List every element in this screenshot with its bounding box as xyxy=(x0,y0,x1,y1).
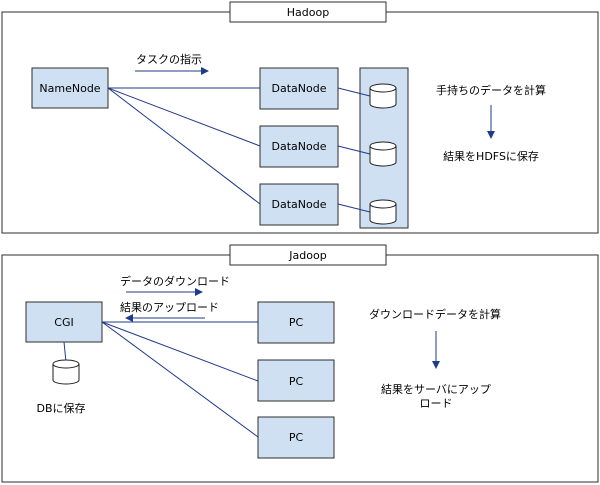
hadoop-title: Hadoop xyxy=(287,6,329,19)
datanode-label-1: DataNode xyxy=(272,82,327,95)
pc-label-1: PC xyxy=(289,316,304,329)
pc-label-3: PC xyxy=(289,431,304,444)
download-label: データのダウンロード xyxy=(120,274,230,288)
disk-icon-2 xyxy=(369,141,397,167)
connector-namenode-datanode-2 xyxy=(107,87,261,147)
hadoop-step-save: 結果をHDFSに保存 xyxy=(443,149,539,163)
connector-datanode-disk-2 xyxy=(337,145,371,155)
jadoop-step-upload-line1: 結果をサーバにアップ xyxy=(381,382,491,396)
jadoop-step-compute: ダウンロードデータを計算 xyxy=(369,307,501,321)
connector-cgi-db xyxy=(63,341,67,363)
jadoop-title: Jadoop xyxy=(288,249,326,262)
connector-cgi-pc-2 xyxy=(101,321,259,382)
datanode-box-3 xyxy=(259,183,339,226)
cgi-label: CGI xyxy=(54,316,73,329)
namenode-label: NameNode xyxy=(39,82,100,95)
pc-label-2: PC xyxy=(289,375,304,388)
disk-icon-1 xyxy=(369,83,397,109)
connector-datanode-disk-1 xyxy=(337,87,371,97)
pc-box-2 xyxy=(257,359,335,402)
cgi-box xyxy=(25,301,103,343)
connector-cgi-pc-3 xyxy=(101,321,259,438)
hadoop-panel: Hadoop タスクの指示 NameNode DataNode DataNode… xyxy=(1,1,599,234)
connector-datanode-disk-3 xyxy=(337,203,371,213)
database-icon xyxy=(52,359,80,385)
datanode-box-1 xyxy=(259,67,339,110)
task-label: タスクの指示 xyxy=(136,52,202,66)
datanode-label-2: DataNode xyxy=(272,140,327,153)
pc-box-1 xyxy=(257,301,335,344)
db-label: DBに保存 xyxy=(36,401,85,415)
jadoop-step-upload-line2: ロード xyxy=(420,397,453,410)
datanode-box-2 xyxy=(259,125,339,168)
namenode-box xyxy=(31,67,109,109)
jadoop-panel: Jadoop データのダウンロード 結果のアップロード CGI DBに保存 PC… xyxy=(1,244,599,483)
disk-icon-3 xyxy=(369,199,397,225)
jadoop-title-tab xyxy=(229,244,387,266)
connector-namenode-datanode-3 xyxy=(107,87,261,205)
upload-label: 結果のアップロード xyxy=(120,300,219,314)
pc-box-3 xyxy=(257,416,335,459)
datanode-label-3: DataNode xyxy=(272,198,327,211)
hadoop-step-compute: 手持ちのデータを計算 xyxy=(436,83,546,97)
hadoop-title-tab xyxy=(229,1,387,23)
